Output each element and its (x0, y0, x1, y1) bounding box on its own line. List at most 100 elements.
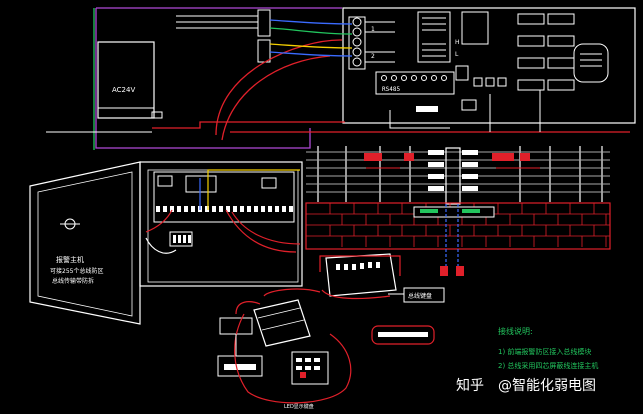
watermark-brand: 知乎 (456, 377, 484, 394)
board-terminal (191, 206, 195, 212)
board-terminal (254, 206, 258, 212)
board-terminal (156, 206, 160, 212)
board-terminal (170, 206, 174, 212)
board-terminal-strip (156, 206, 293, 212)
annotation-pill (371, 325, 435, 345)
psu-voltage-label: AC24V (112, 86, 135, 94)
relay-switch (461, 11, 489, 45)
panel-subtitle-2: 总线传输带防拆 (52, 277, 94, 285)
terminal-circles (352, 17, 362, 67)
board-terminal (177, 206, 181, 212)
terminal-label-2: 2 (371, 53, 375, 60)
relay-output-box (219, 317, 253, 335)
right-switch-array (517, 13, 575, 91)
annotation-pill-text-block (378, 332, 428, 337)
led-alarm-indicator (300, 372, 306, 378)
board-terminal (219, 206, 223, 212)
siren-label-plate (224, 364, 256, 370)
relay-lines (422, 17, 446, 57)
relay-l-label: L (455, 51, 459, 58)
board-chip (185, 175, 217, 193)
junction-box-1 (257, 9, 271, 37)
bus-module: 总线键盘 (319, 253, 445, 303)
board-connector (261, 177, 277, 189)
wire-runs-top (46, 7, 630, 150)
terminal-lines (365, 21, 395, 63)
cabinet-wires (145, 169, 301, 254)
fence-controller-modules (428, 150, 478, 191)
psu-terminal (151, 111, 163, 119)
board-terminal (233, 206, 237, 212)
purple-wire-loop (95, 8, 311, 149)
board-terminal (247, 206, 251, 212)
notes-title: 接线说明: (498, 326, 533, 336)
bus-module-wires (319, 255, 401, 300)
right-module-lines (580, 53, 602, 67)
board-terminal (205, 206, 209, 212)
fence-controller-column (445, 147, 461, 205)
controller-panel: 1 2 H L RS (342, 7, 636, 124)
ground-rod-1 (440, 266, 448, 276)
board-terminal (163, 206, 167, 212)
bus-keyboard-label-box (403, 287, 445, 303)
power-supply: AC24V (97, 41, 163, 119)
board-terminal (289, 206, 293, 212)
keyboard-wires (234, 288, 352, 404)
brick-wall (305, 202, 611, 276)
bus-keyboard-caption: 总线键盘 (408, 292, 432, 300)
fence-barrier (306, 146, 610, 205)
rs485-screws (381, 75, 447, 81)
board-terminal (261, 206, 265, 212)
alarm-cabinet: 报警主机 可接255个总线防区 总线传输带防拆 (29, 161, 303, 325)
board-terminal (184, 206, 188, 212)
terminal-label-1: 1 (371, 26, 375, 33)
main-board (153, 171, 295, 223)
led-keyboard (291, 351, 329, 385)
output-relay (455, 65, 469, 81)
rs485-caption: RS485 (382, 86, 400, 93)
junction-box-2 (257, 39, 271, 63)
wall-module-panel (413, 206, 495, 218)
watermark: 知乎 @智能化弱电图 (456, 377, 596, 394)
panel-subtitle-1: 可接255个总线防区 (50, 267, 103, 275)
bus-module-housing (325, 253, 397, 297)
terminal-strip (348, 16, 366, 70)
keyboard-area: LED显示键盘 (217, 288, 352, 410)
led-keyboard-keys (296, 358, 320, 370)
backup-battery (169, 231, 193, 247)
board-terminal (282, 206, 286, 212)
keyboard-caption: LED显示键盘 (284, 403, 314, 410)
notes-line-2: 2) 总线采用四芯屏蔽线连接主机 (498, 361, 598, 370)
notes-line-1: 1) 前端报警防区接入总线模块 (498, 347, 591, 356)
board-terminal (268, 206, 272, 212)
cabinet-door (29, 161, 141, 325)
panel-title: 报警主机 (56, 255, 84, 264)
small-relay (461, 99, 477, 111)
board-terminal (226, 206, 230, 212)
psu-frame (97, 41, 155, 119)
bus-module-terminals (336, 262, 380, 270)
junction-lines (176, 15, 258, 29)
rs485-terminal (375, 71, 455, 95)
blue-wire-bundle (269, 19, 353, 25)
keyboard-module (253, 299, 311, 347)
board-transformer (157, 175, 173, 187)
output-terminals (473, 77, 507, 87)
right-module (573, 43, 609, 83)
battery-cells (173, 235, 191, 243)
board-terminal (275, 206, 279, 212)
siren-box (217, 355, 263, 377)
label-plate (416, 106, 438, 112)
red-wire-upper (215, 39, 341, 136)
wiring-notes: 接线说明: 1) 前端报警防区接入总线模块 2) 总线采用四芯屏蔽线连接主机 (498, 326, 598, 370)
wall-module-leds (420, 209, 480, 213)
controller-panel-frame (342, 7, 636, 124)
watermark-handle: @智能化弱电图 (498, 378, 596, 394)
keyboard-module-lines (257, 307, 305, 331)
warning-signs (364, 153, 530, 161)
board-terminal (240, 206, 244, 212)
relay-h-label: H (455, 39, 460, 46)
relay-block (417, 11, 451, 63)
